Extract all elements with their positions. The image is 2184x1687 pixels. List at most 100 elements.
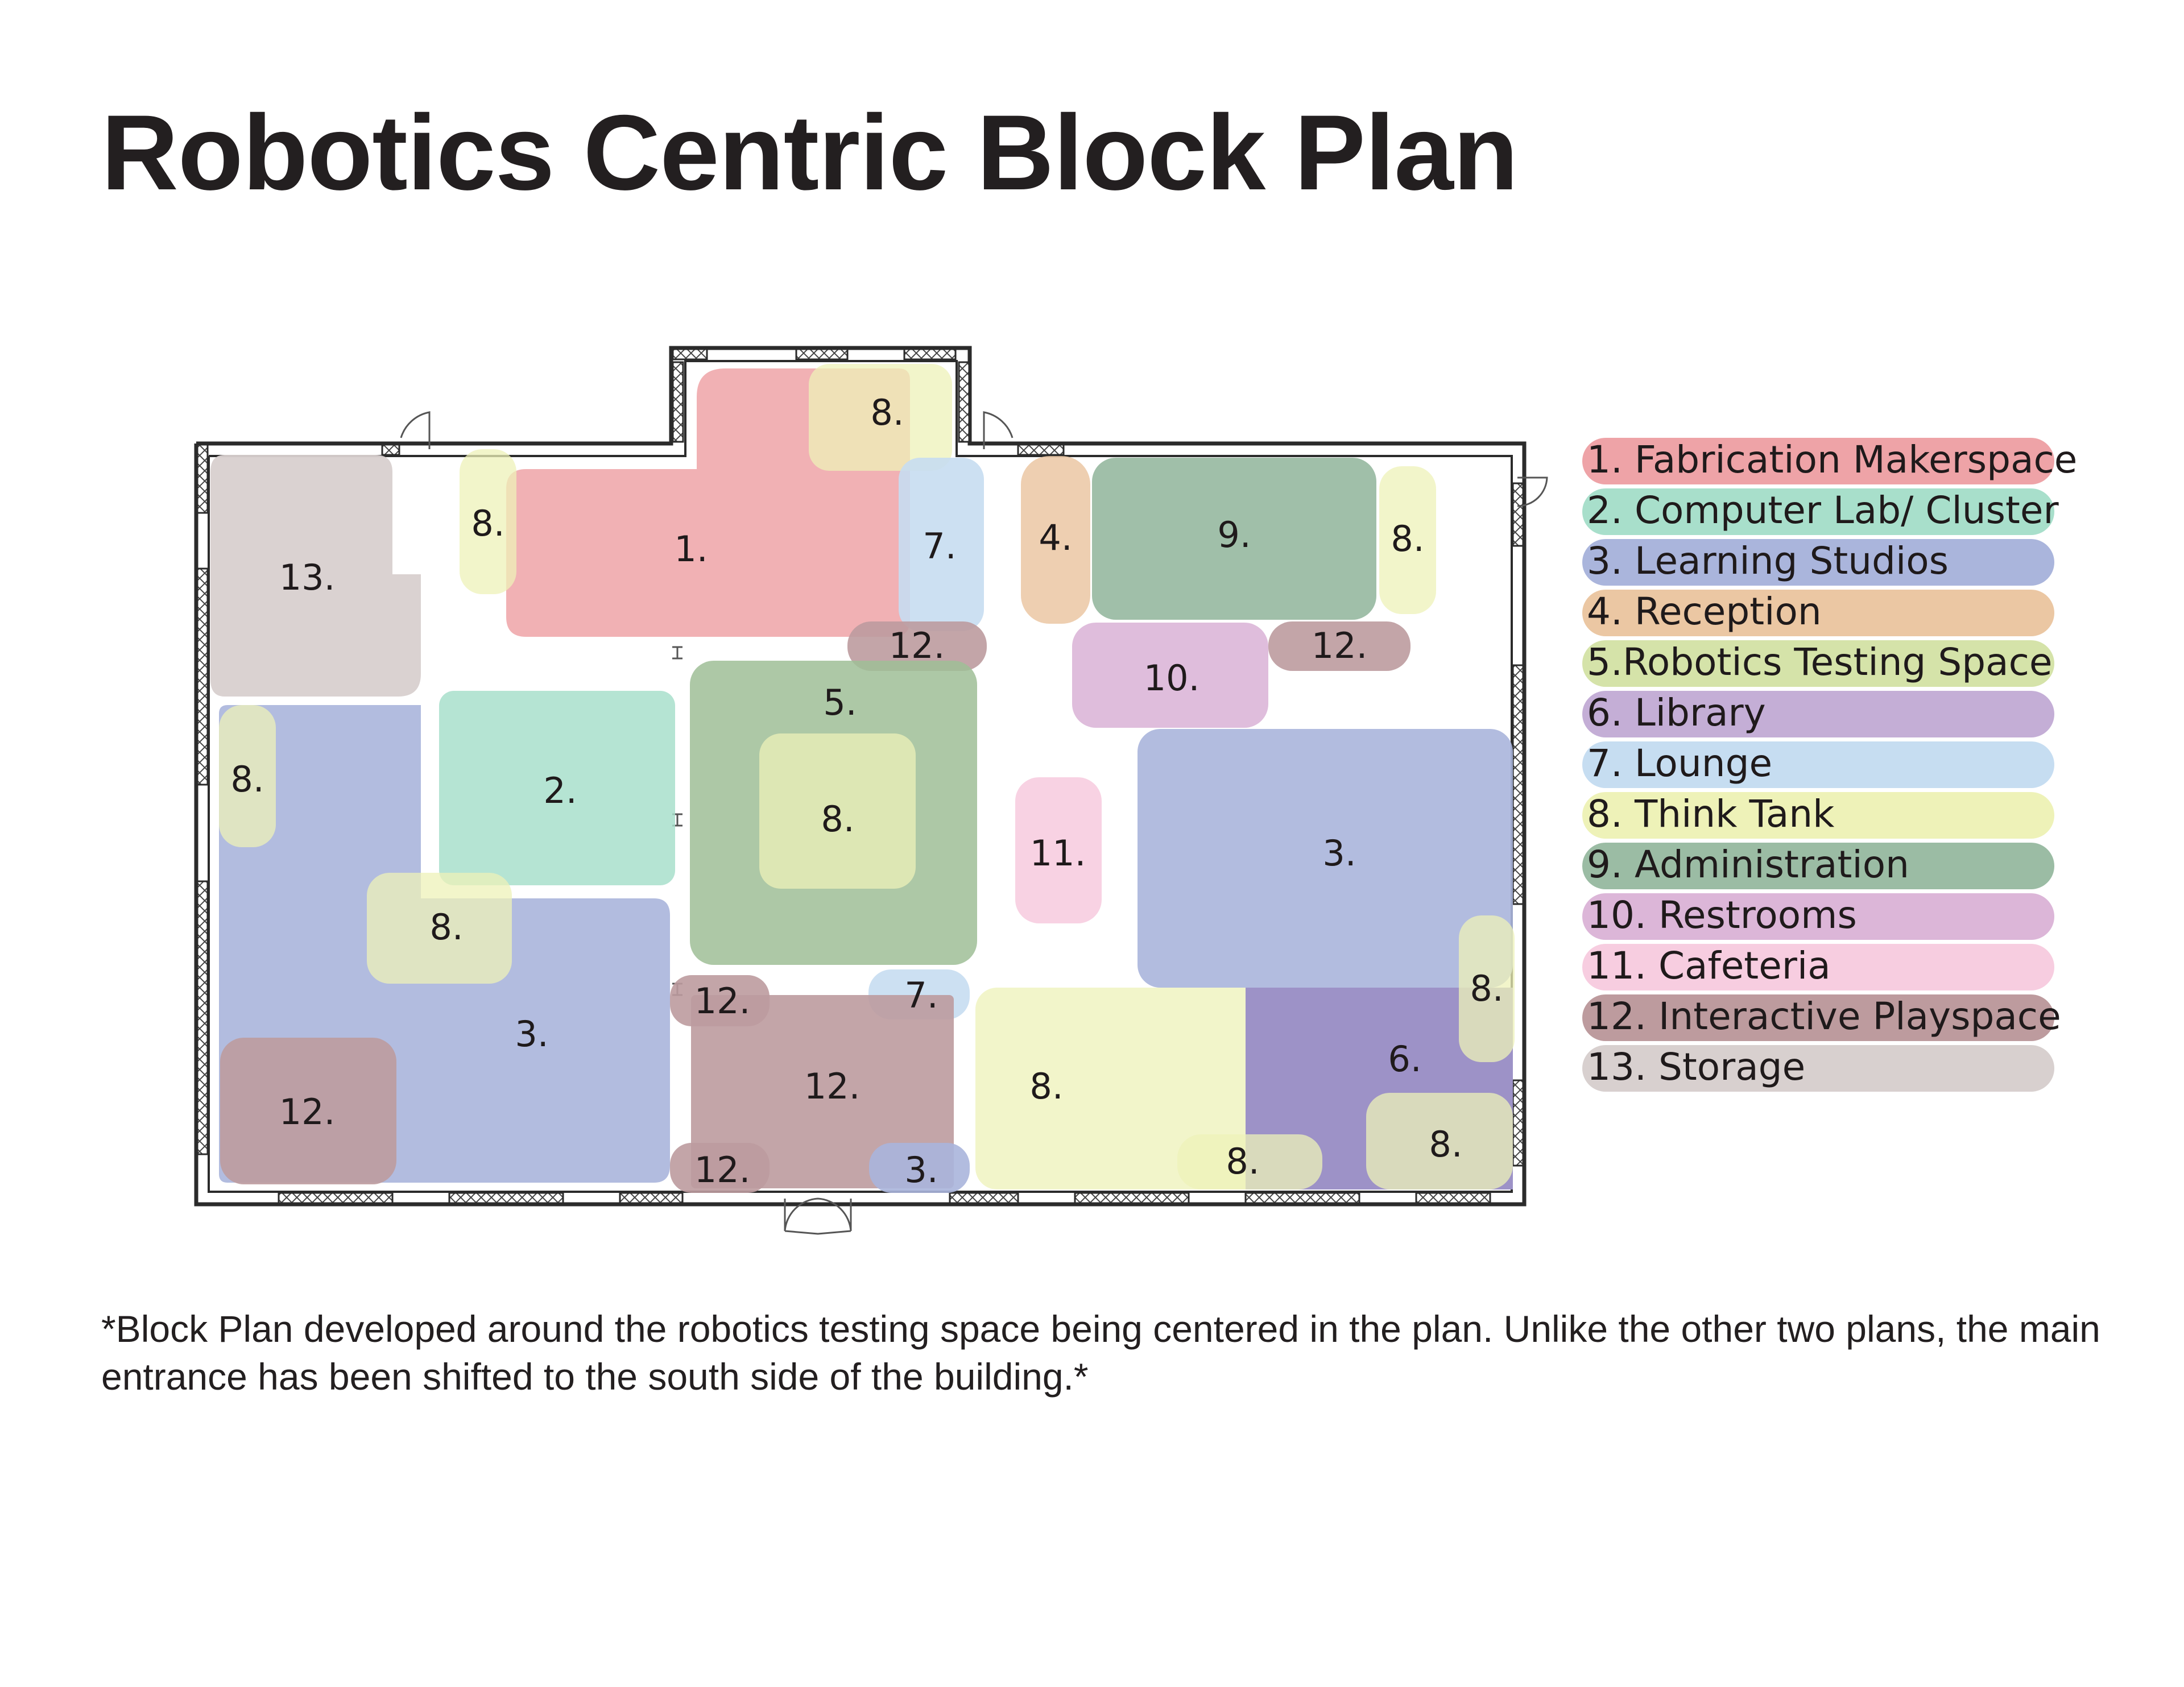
door-east (1517, 476, 1548, 507)
legend-label-10: 10. Restrooms (1587, 893, 1857, 937)
zone-11-block (1015, 777, 1102, 923)
zone-8-block (460, 449, 516, 594)
zone-9-block (1092, 458, 1376, 620)
zone-8-label: 8. (1391, 518, 1424, 559)
zone-8-label: 8. (1429, 1124, 1462, 1165)
doors (400, 411, 1548, 1235)
legend-label-3: 3. Learning Studios (1587, 539, 1949, 583)
window (672, 361, 684, 443)
legend-swatch-5 (1582, 640, 2054, 687)
legend-swatch-12 (1582, 994, 2054, 1041)
zone-8-label: 8. (471, 503, 504, 544)
zone-8-block (219, 705, 276, 847)
inner-wall (208, 360, 1513, 1193)
window (448, 1192, 564, 1204)
window (1074, 1192, 1190, 1204)
window (949, 1192, 1019, 1204)
window (958, 361, 970, 443)
windows (196, 348, 1524, 1204)
zone-5-label: 5. (823, 682, 857, 723)
zone-8-block (809, 364, 952, 471)
zone-12-label: 12. (694, 980, 751, 1022)
zone-13-block (210, 455, 421, 697)
window (196, 880, 209, 1155)
zone-12-block (220, 1038, 396, 1184)
zone-8-label: 8. (1470, 968, 1503, 1009)
zone-8-label: 8. (1029, 1066, 1063, 1107)
zone-8-block (759, 733, 916, 889)
legend-swatch-2 (1582, 488, 2054, 535)
legend-label-2: 2. Computer Lab/ Cluster (1587, 488, 2059, 532)
footnote: *Block Plan developed around the robotic… (101, 1308, 2100, 1398)
legend-label-12: 12. Interactive Playspace (1587, 994, 2061, 1038)
door-north-east (983, 411, 1014, 449)
zone-2-label: 2. (543, 770, 577, 811)
zone-8-block (367, 873, 512, 984)
zone-12-label: 12. (694, 1149, 751, 1191)
zones-layer: 3.11.3.2.13.1.8.8.7.4.9.8.12.12.10.5.8.8… (210, 364, 1515, 1193)
zone-11-label: 11. (1030, 832, 1086, 874)
legend-label-1: 1. Fabrication Makerspace (1587, 438, 2077, 482)
zone-7-label: 7. (923, 525, 956, 567)
zone-8-block (1459, 915, 1515, 1062)
zone-3-block (1138, 729, 1513, 988)
legend-swatch-11 (1582, 944, 2054, 990)
zone-12-block (847, 621, 987, 671)
zone-7-block (899, 458, 984, 631)
window (672, 348, 708, 360)
zone-12-label: 12. (279, 1091, 336, 1133)
main-entrance-door (784, 1197, 852, 1235)
zone-8-label: 8. (1226, 1141, 1259, 1182)
zone-12-label: 12. (804, 1066, 861, 1107)
legend-label-13: 13. Storage (1587, 1045, 1805, 1089)
legend-swatch-1 (1582, 438, 2054, 484)
zone-6-label: 6. (1388, 1038, 1421, 1080)
legend-swatch-3 (1582, 539, 2054, 586)
legend-swatch-6 (1582, 691, 2054, 737)
legend-label-4: 4. Reception (1587, 590, 1822, 633)
zone-3-label: 3. (515, 1013, 548, 1055)
zone-12-label: 12. (889, 625, 945, 666)
window (903, 348, 957, 360)
legend-swatch-7 (1582, 741, 2054, 788)
zone-9-label: 9. (1217, 514, 1251, 556)
zone-13-label: 13. (279, 557, 336, 598)
window (1244, 1192, 1360, 1204)
legend-label-7: 7. Lounge (1587, 741, 1772, 785)
legend-label-5: 5.Robotics Testing Space (1587, 640, 2053, 684)
zone-12-block (670, 1143, 770, 1193)
zone-8-label: 8. (870, 392, 904, 433)
legend-label-6: 6. Library (1587, 691, 1766, 735)
zone-10-block (1072, 623, 1268, 728)
legend-swatch-13 (1582, 1045, 2054, 1092)
legend-swatch-10 (1582, 893, 2054, 940)
window (278, 1192, 394, 1204)
legend-label-8: 8. Think Tank (1587, 792, 1835, 836)
legend-swatch-8 (1582, 792, 2054, 839)
column-marker (672, 646, 682, 660)
window (196, 443, 209, 514)
zone-1-label: 1. (674, 528, 708, 570)
page-title: Robotics Centric Block Plan (101, 93, 1519, 212)
zone-8-label: 8. (230, 758, 264, 800)
zone-3-block (869, 1143, 970, 1193)
door-north-west (400, 411, 431, 449)
legend-swatch-4 (1582, 590, 2054, 636)
zone-4-block (1021, 456, 1090, 624)
zone-8-block (1379, 466, 1436, 614)
window (619, 1192, 684, 1204)
zone-8-block (1366, 1093, 1513, 1189)
legend-label-11: 11. Cafeteria (1587, 944, 1831, 988)
window (1415, 1192, 1491, 1204)
legend-label-9: 9. Administration (1587, 843, 1909, 886)
window (196, 567, 209, 786)
zone-8-label: 8. (821, 798, 854, 840)
window (795, 348, 849, 360)
window (1512, 482, 1524, 547)
outer-wall (194, 346, 1527, 1207)
zone-4-label: 4. (1039, 517, 1072, 558)
zone-8-block (1177, 1134, 1322, 1189)
zone-12-block (691, 995, 954, 1188)
window (1512, 1079, 1524, 1167)
